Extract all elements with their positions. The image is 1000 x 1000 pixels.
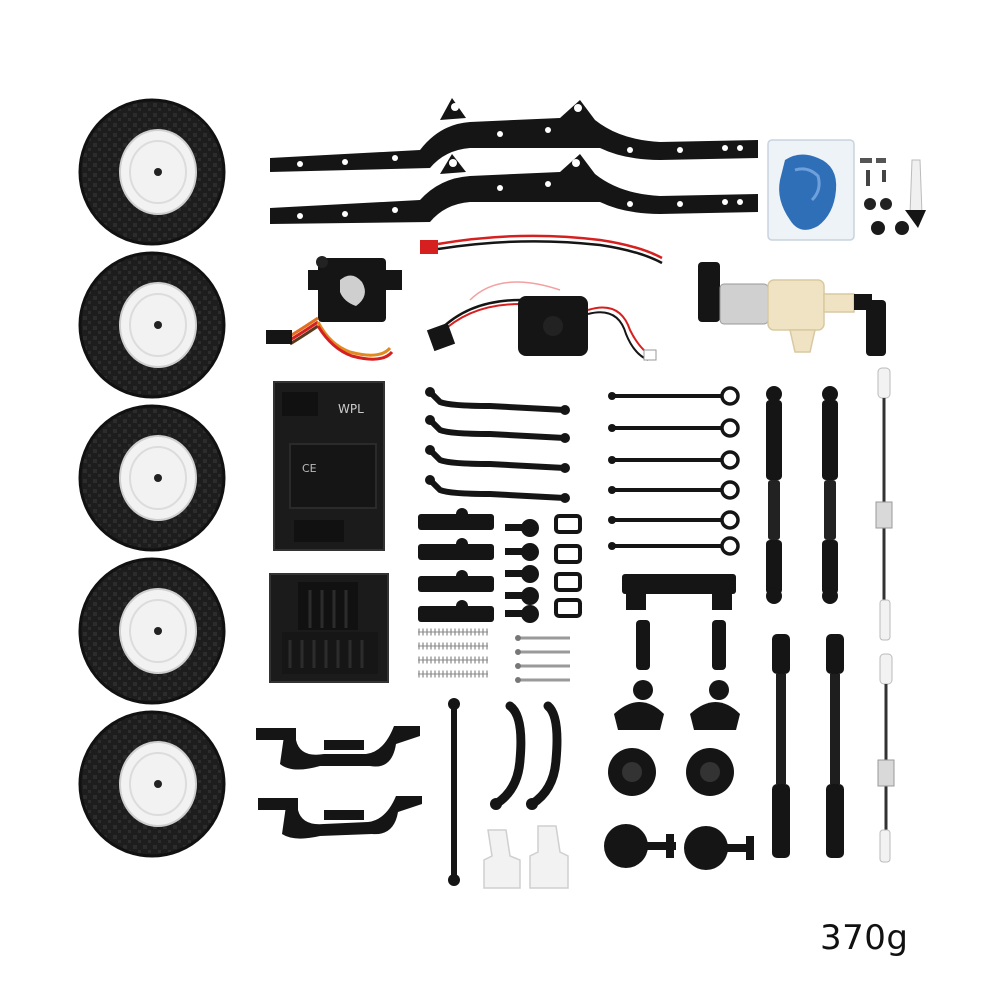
wheel-hubs <box>604 824 754 870</box>
rod-ends <box>606 386 740 556</box>
rod-end <box>606 536 740 556</box>
ball-ends <box>505 519 539 623</box>
suspension-link <box>425 415 570 443</box>
servo <box>266 256 402 361</box>
chassis-rails <box>270 98 758 224</box>
wheel-3 <box>78 404 226 552</box>
suspension-link <box>425 475 570 503</box>
axle-gears <box>608 748 734 796</box>
suspension-links <box>425 387 570 503</box>
small-hardware <box>860 158 926 235</box>
suspension-link <box>425 445 570 473</box>
grease-packet <box>767 139 855 241</box>
wheel-5 <box>78 710 226 858</box>
springs <box>418 632 488 674</box>
pin <box>513 675 572 685</box>
drive-shaft-rear <box>877 653 895 863</box>
receiver-module <box>426 281 657 361</box>
shock-rear-left <box>772 634 790 858</box>
white-cups <box>483 825 569 889</box>
battery-tray: WPL CE <box>273 381 385 551</box>
tray-ce-mark: CE <box>302 462 317 475</box>
rod-end <box>606 418 740 438</box>
body-mount-block <box>269 573 389 683</box>
shock-rear-right <box>826 634 844 858</box>
pin <box>513 647 572 657</box>
steering-arms <box>490 701 562 810</box>
rod-end <box>606 386 740 406</box>
pin <box>513 633 572 643</box>
tray-brand-mark: WPL <box>338 402 364 416</box>
body-posts <box>418 508 494 622</box>
battery-lead <box>420 234 663 265</box>
chassis-rail-bottom <box>270 154 758 224</box>
bumper-mount-bottom <box>258 796 422 839</box>
gearbox <box>698 262 886 356</box>
bumper-mount-top <box>256 726 420 770</box>
chassis-rail-top <box>270 98 758 172</box>
rod-end <box>606 480 740 500</box>
pin <box>513 661 572 671</box>
wheel-1 <box>78 98 226 246</box>
weight-label: 370g <box>820 918 909 958</box>
shock-absorbers <box>766 386 844 858</box>
steering-link <box>448 698 460 886</box>
pins <box>513 633 572 685</box>
bumper-mounts <box>256 726 422 839</box>
drive-shaft-front <box>875 367 893 641</box>
axle-bracket <box>622 574 736 610</box>
drive-shafts <box>875 367 895 863</box>
clips <box>554 514 582 618</box>
shock-front-right <box>822 386 838 604</box>
wheel-4 <box>78 557 226 705</box>
wheels <box>78 98 226 858</box>
rod-end <box>606 510 740 530</box>
suspension-link <box>425 387 570 415</box>
shock-front-left <box>766 386 782 604</box>
steering-knuckles <box>614 620 740 730</box>
rod-end <box>606 450 740 470</box>
wheel-2 <box>78 251 226 399</box>
